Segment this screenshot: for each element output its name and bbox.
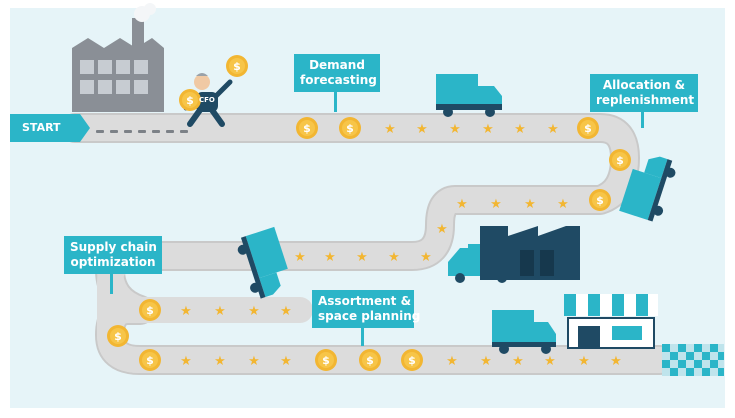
coins-layer: $ $ $ $ $ $ $ $ $ $ $ $ $ <box>107 55 631 371</box>
star-icon: ★ <box>610 354 622 369</box>
factory-icon <box>72 3 164 112</box>
callout-line: optimization <box>70 255 156 269</box>
star-icon: ★ <box>482 122 494 137</box>
truck-icon-top <box>436 74 502 117</box>
star-icon: ★ <box>578 354 590 369</box>
callout-line: Allocation & <box>602 78 686 92</box>
star-icon: ★ <box>248 304 260 319</box>
start-label: START <box>22 121 61 134</box>
star-icon: ★ <box>436 222 448 237</box>
coin-icon: $ <box>226 55 248 77</box>
star-icon: ★ <box>512 354 524 369</box>
cfo-runner-icon <box>183 73 233 127</box>
callout-line: Demand <box>309 58 365 72</box>
coin-icon: $ <box>577 117 599 139</box>
star-icon: ★ <box>416 122 428 137</box>
footprint-dashes <box>96 130 188 133</box>
star-icon: ★ <box>446 354 458 369</box>
star-icon: ★ <box>324 250 336 265</box>
star-icon: ★ <box>557 197 569 212</box>
svg-text:$: $ <box>584 122 592 135</box>
callout-supply-chain-optimization: Supply chain optimization <box>64 236 162 274</box>
cfo-label: CFO <box>199 96 215 104</box>
svg-text:$: $ <box>233 60 241 73</box>
star-icon: ★ <box>524 197 536 212</box>
star-icon: ★ <box>384 122 396 137</box>
coin-icon: $ <box>589 189 611 211</box>
svg-text:$: $ <box>366 354 374 367</box>
svg-text:$: $ <box>596 194 604 207</box>
assortment-stem <box>361 326 364 346</box>
coin-icon: $ <box>107 325 129 347</box>
svg-text:$: $ <box>616 154 624 167</box>
svg-text:$: $ <box>346 122 354 135</box>
star-icon: ★ <box>544 354 556 369</box>
svg-text:$: $ <box>303 122 311 135</box>
warehouse-icon <box>480 226 580 280</box>
star-icon: ★ <box>280 354 292 369</box>
star-icon: ★ <box>490 197 502 212</box>
svg-text:$: $ <box>146 354 154 367</box>
star-icon: ★ <box>449 122 461 137</box>
callout-assortment-space-planning: Assortment & space planning <box>312 290 421 328</box>
star-icon: ★ <box>547 122 559 137</box>
callout-line: forecasting <box>300 73 377 87</box>
coin-icon: $ <box>296 117 318 139</box>
star-icon: ★ <box>514 122 526 137</box>
star-icon: ★ <box>214 354 226 369</box>
svg-text:$: $ <box>114 330 122 343</box>
supply-stem <box>110 274 113 294</box>
svg-text:$: $ <box>408 354 416 367</box>
star-icon: ★ <box>456 197 468 212</box>
demand-stem <box>334 92 337 112</box>
star-icon: ★ <box>214 304 226 319</box>
coin-icon: $ <box>179 89 201 111</box>
svg-text:$: $ <box>146 304 154 317</box>
star-icon: ★ <box>248 354 260 369</box>
coin-icon: $ <box>339 117 361 139</box>
coin-icon: $ <box>359 349 381 371</box>
star-icon: ★ <box>180 304 192 319</box>
callout-line: space planning <box>318 309 421 323</box>
callout-allocation-replenishment: Allocation & replenishment <box>590 74 698 112</box>
coin-icon: $ <box>315 349 337 371</box>
svg-text:$: $ <box>322 354 330 367</box>
svg-text:$: $ <box>186 94 194 107</box>
callout-line: replenishment <box>596 93 695 107</box>
callout-line: Assortment & <box>318 294 412 308</box>
truck-icon-right <box>619 156 676 222</box>
callout-line: Supply chain <box>70 240 157 254</box>
star-icon: ★ <box>388 250 400 265</box>
star-icon: ★ <box>480 354 492 369</box>
star-icon: ★ <box>180 354 192 369</box>
allocation-stem <box>641 110 644 128</box>
star-icon: ★ <box>356 250 368 265</box>
store-icon <box>564 294 658 349</box>
start-banner <box>10 114 90 142</box>
coin-icon: $ <box>401 349 423 371</box>
star-icon: ★ <box>420 250 432 265</box>
coin-icon: $ <box>609 149 631 171</box>
finish-flag-icon <box>662 344 724 376</box>
callout-demand-forecasting: Demand forecasting <box>294 54 380 92</box>
truck-icon-bottom <box>492 310 556 354</box>
coin-icon: $ <box>139 299 161 321</box>
star-icon: ★ <box>294 250 306 265</box>
star-icon: ★ <box>280 304 292 319</box>
truck-icon-left <box>237 226 288 299</box>
stars-layer: ★ ★ ★ ★ ★ ★ ★ ★ ★ ★ ★ ★ ★ ★ ★ ★ ★ ★ ★ ★ ★ ★ ★ ★ ★ ★ ★ ★ ★ ★ <box>180 122 622 369</box>
coin-icon: $ <box>139 349 161 371</box>
